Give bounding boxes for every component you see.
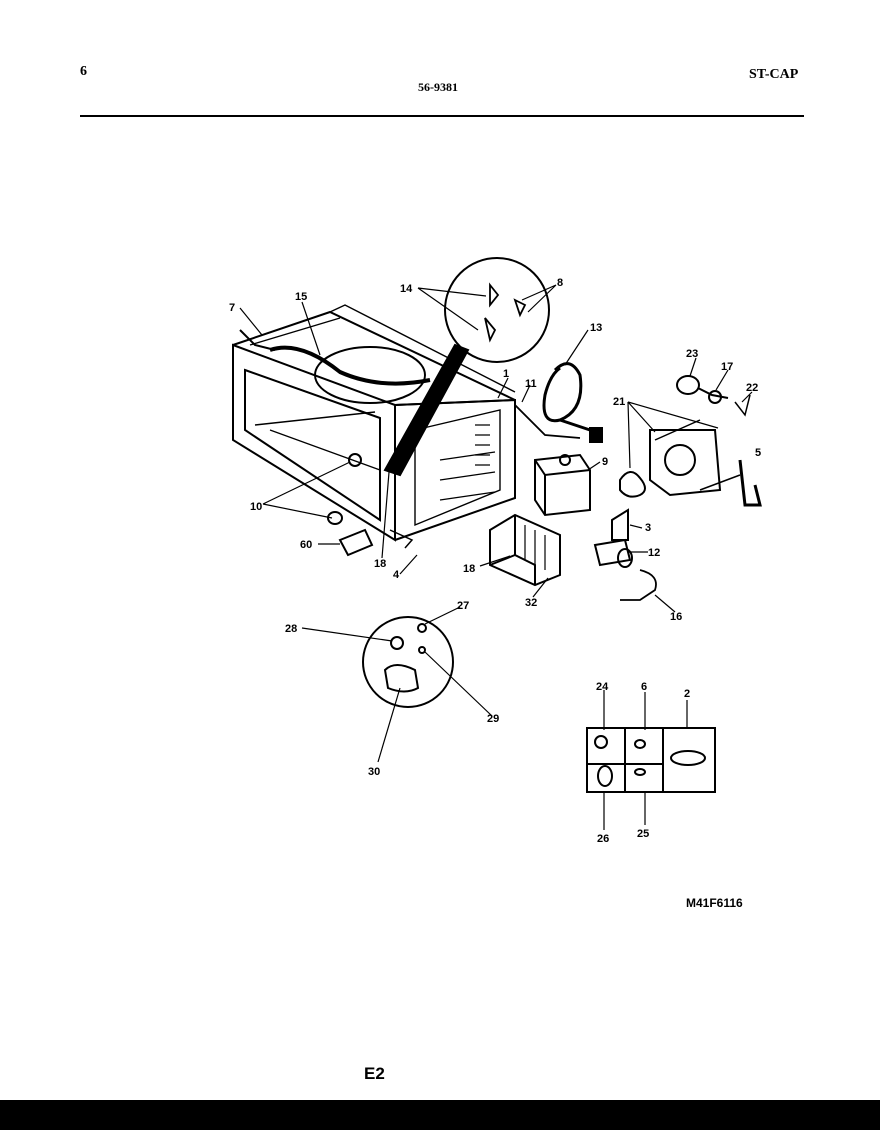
callout-29: 29 — [487, 713, 499, 725]
turntable-cover — [314, 346, 426, 404]
callout-4: 4 — [393, 569, 400, 581]
callout-32: 32 — [525, 597, 537, 609]
harness-16 — [620, 569, 657, 601]
callout-10: 10 — [250, 501, 262, 513]
detail-circle-thermal — [362, 616, 454, 708]
callout-27: 27 — [457, 600, 469, 612]
callout-18: 18 — [463, 563, 475, 575]
callout-28: 28 — [285, 623, 297, 635]
switch-3 — [611, 508, 629, 541]
callout-25: 26 — [597, 833, 609, 845]
cabinet-front-frame — [232, 304, 516, 542]
callout-12: 12 — [648, 547, 660, 559]
callout-60: 60 — [300, 539, 312, 551]
lamp-26 — [676, 375, 700, 395]
magnetron-9 — [534, 453, 591, 517]
callout-14: 14 — [400, 283, 413, 295]
callout-11: 11 — [525, 378, 537, 390]
drawing-code: M41F6116 — [686, 896, 743, 910]
part-60 — [338, 528, 374, 557]
callout-13: 13 — [590, 322, 602, 334]
kit-boxes — [586, 727, 716, 793]
page-code: E2 — [364, 1064, 385, 1083]
callout-7: 7 — [229, 302, 235, 314]
callout-19: 18 — [374, 558, 386, 570]
callout-26: 23 — [686, 348, 698, 360]
page-number: 6 — [80, 64, 87, 79]
callout-8: 8 — [557, 277, 563, 289]
scan-border — [0, 1100, 880, 1130]
callout-15: 15 — [295, 291, 307, 303]
callout-23: 24 — [596, 681, 609, 693]
callout-22: 22 — [746, 382, 758, 394]
switch-12 — [593, 538, 632, 567]
callout-1: 1 — [503, 368, 509, 380]
detail-circle-top — [444, 257, 550, 363]
callout-2: 2 — [684, 688, 690, 700]
bracket-7 — [239, 329, 276, 351]
section-code: ST-CAP — [749, 67, 799, 82]
callout-9: 9 — [602, 456, 608, 468]
callout-6: 6 — [641, 681, 647, 693]
callout-21: 21 — [613, 396, 625, 408]
callout-5: 5 — [755, 447, 761, 459]
callout-16: 16 — [670, 611, 682, 623]
fan-motor-assembly — [619, 419, 741, 498]
callout-30: 30 — [368, 766, 380, 778]
transformer-18 — [489, 513, 561, 587]
part-number: 56-9381 — [418, 80, 458, 94]
bracket-5 — [738, 459, 762, 507]
callout-24: 25 — [637, 828, 649, 840]
callout-3: 3 — [645, 522, 651, 534]
header-rule — [80, 115, 804, 117]
cable-11 — [514, 404, 581, 439]
wave-guide-15 — [269, 345, 431, 386]
callout-17: 17 — [721, 361, 733, 373]
